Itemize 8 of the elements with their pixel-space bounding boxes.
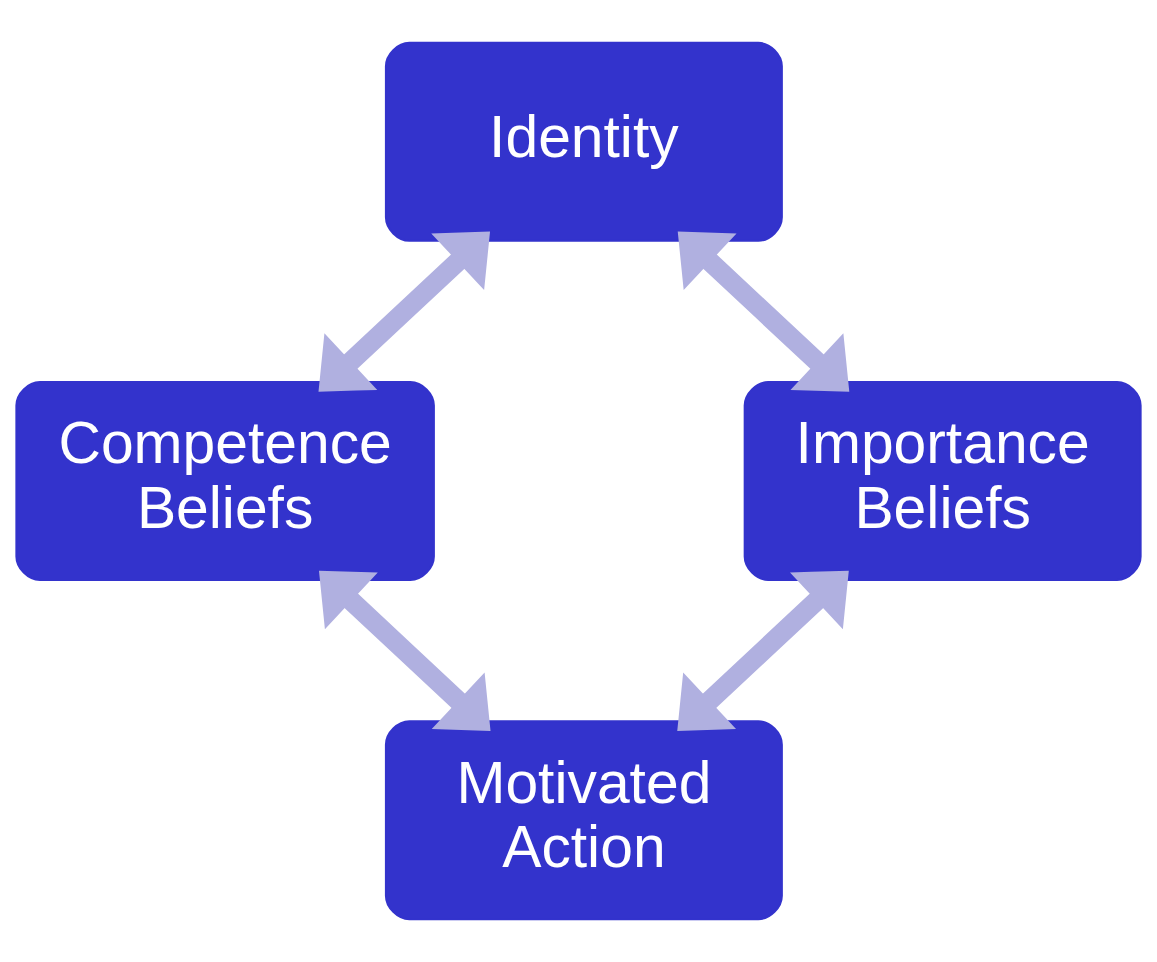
node-box: Identity (384, 41, 783, 242)
arrow (319, 570, 491, 731)
arrow (318, 231, 491, 392)
arrow (677, 231, 850, 392)
arrow (677, 570, 849, 731)
node-box: Motivated Action (384, 720, 783, 921)
node-box: Importance Beliefs (743, 381, 1142, 581)
node-box: Competence Beliefs (15, 381, 435, 581)
